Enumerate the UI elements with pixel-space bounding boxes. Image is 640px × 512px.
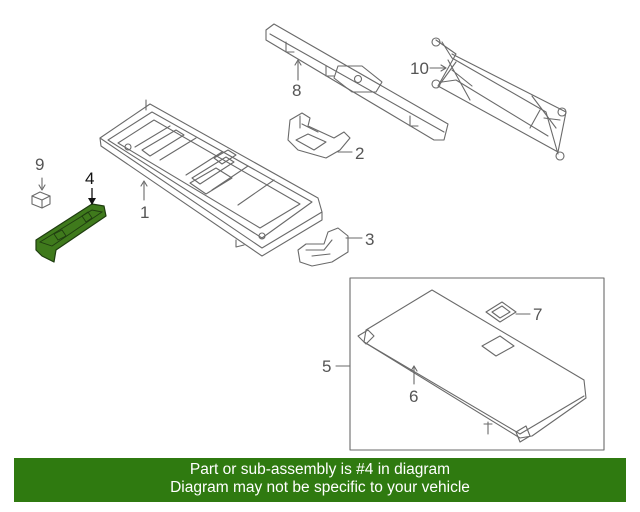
leader-8-arrow — [294, 59, 302, 66]
callout-1: 1 — [140, 203, 149, 222]
callout-7: 7 — [533, 305, 542, 324]
part-2-bracket — [287, 112, 351, 159]
callout-5: 5 — [322, 357, 331, 376]
callout-10: 10 — [410, 59, 429, 78]
part-7-clip — [485, 301, 517, 323]
callout-6: 6 — [409, 387, 418, 406]
part-8-trim-panel — [265, 23, 449, 141]
part-info-banner: Part or sub-assembly is #4 in diagram Di… — [14, 458, 626, 502]
leader-1-arrow — [140, 180, 148, 187]
callout-8: 8 — [292, 81, 301, 100]
part-1-cargo-tray — [99, 99, 323, 257]
callout-3: 3 — [365, 230, 374, 249]
leader-10-arrow — [440, 64, 447, 72]
part-6-cover-panel — [357, 289, 587, 443]
part-10-cargo-net — [431, 37, 567, 161]
callout-labels: 1 2 3 4 5 6 7 8 9 10 — [35, 59, 542, 406]
callout-9: 9 — [35, 155, 44, 174]
assembly-5-box — [349, 277, 605, 451]
leader-6-arrow — [410, 365, 418, 372]
part-9-clip — [31, 191, 51, 209]
part-4-highlighted — [35, 188, 107, 263]
callout-2: 2 — [355, 144, 364, 163]
banner-line-disclaimer: Diagram may not be specific to your vehi… — [170, 479, 470, 496]
leader-9-arrow — [38, 184, 46, 191]
banner-line-part-number: Part or sub-assembly is #4 in diagram — [189, 461, 451, 478]
part-3-bracket — [297, 227, 349, 267]
callout-4: 4 — [85, 169, 94, 188]
